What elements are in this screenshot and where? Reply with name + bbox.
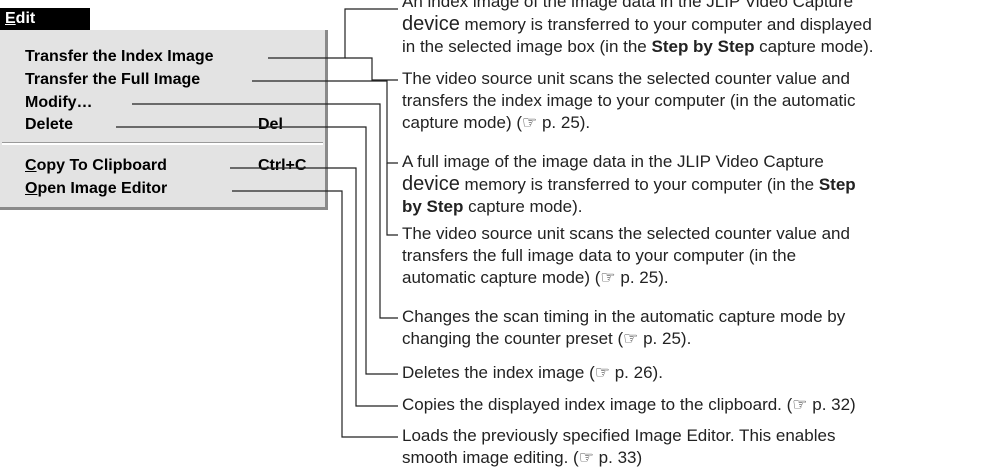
menu-item-label: Transfer the Full Image bbox=[25, 71, 201, 88]
desc-line: in the selected image box (in the Step b… bbox=[402, 36, 874, 58]
menu-title[interactable]: Edit bbox=[0, 8, 90, 30]
desc-delete: Deletes the index image (☞ p. 26). bbox=[402, 363, 663, 382]
desc-line: changing the counter preset (☞ p. 25). bbox=[402, 329, 692, 348]
desc-line: An index image of the image data in the … bbox=[402, 0, 854, 11]
menu-item-open-image-editor[interactable]: Open Image Editor bbox=[25, 180, 167, 198]
menu-item-copy-to-clipboard[interactable]: Copy To Clipboard Ctrl+C bbox=[25, 157, 315, 175]
menu-title-accel: E bbox=[5, 10, 16, 27]
menu-title-rest: dit bbox=[15, 10, 36, 27]
menu-item-accel: O bbox=[25, 180, 38, 197]
desc-line: Loads the previously specified Image Edi… bbox=[402, 426, 836, 445]
menu-separator bbox=[2, 142, 323, 145]
desc-bold: Step by Step bbox=[651, 37, 755, 56]
desc-line: smooth image editing. (☞ p. 33) bbox=[402, 448, 643, 467]
leader-full bbox=[252, 80, 398, 164]
leader-delete-b bbox=[285, 126, 398, 375]
menu-item-modify[interactable]: Modify… bbox=[25, 94, 93, 112]
desc-line: The video source unit scans the selected… bbox=[402, 69, 850, 88]
desc-word: device bbox=[402, 173, 460, 195]
desc-copy: Copies the displayed index image to the … bbox=[402, 395, 856, 414]
desc-text: memory is transferred to your computer a… bbox=[459, 15, 872, 34]
menu-item-label: opy To Clipboard bbox=[36, 157, 167, 174]
desc-line: automatic capture mode) (☞ p. 25). bbox=[402, 268, 669, 287]
menu-item-transfer-index[interactable]: Transfer the Index Image bbox=[25, 48, 214, 66]
desc-line: by Step capture mode). bbox=[402, 196, 856, 218]
menu-item-label: pen Image Editor bbox=[37, 180, 168, 197]
menu-item-delete[interactable]: Delete Del bbox=[25, 116, 315, 134]
leader-copy-b bbox=[300, 167, 398, 407]
desc-line: The video source unit scans the selected… bbox=[402, 224, 850, 243]
edit-menu-panel: Transfer the Index Image Transfer the Fu… bbox=[0, 30, 328, 210]
desc-full-manual: A full image of the image data in the JL… bbox=[402, 151, 856, 218]
menu-item-accel: C bbox=[25, 157, 37, 174]
desc-line: device memory is transferred to your com… bbox=[402, 173, 856, 196]
leader-editor bbox=[232, 190, 398, 438]
leader-index-auto bbox=[345, 57, 398, 81]
leader-full-auto bbox=[386, 163, 398, 236]
desc-line: device memory is transferred to your com… bbox=[402, 13, 874, 36]
menu-item-shortcut: Ctrl+C bbox=[258, 157, 307, 174]
desc-modify: Changes the scan timing in the automatic… bbox=[402, 306, 845, 350]
desc-line: transfers the index image to your comput… bbox=[402, 91, 856, 110]
leader-index bbox=[268, 8, 398, 59]
menu-item-transfer-full[interactable]: Transfer the Full Image bbox=[25, 71, 200, 89]
desc-bold: by Step bbox=[402, 197, 464, 216]
desc-line: transfers the full image data to your co… bbox=[402, 246, 797, 265]
desc-text: capture mode). bbox=[754, 37, 874, 56]
desc-index-manual: An index image of the image data in the … bbox=[402, 0, 874, 58]
menu-item-label: Transfer the Index Image bbox=[25, 48, 214, 65]
desc-text: in the selected image box (in the bbox=[402, 37, 652, 56]
desc-line: A full image of the image data in the JL… bbox=[402, 152, 824, 171]
desc-index-auto: The video source unit scans the selected… bbox=[402, 68, 856, 134]
desc-full-auto: The video source unit scans the selected… bbox=[402, 223, 850, 289]
desc-word: device bbox=[402, 13, 460, 35]
leader-modify bbox=[132, 103, 398, 319]
menu-item-label: Modify… bbox=[25, 94, 93, 111]
desc-line: Changes the scan timing in the automatic… bbox=[402, 307, 846, 326]
menu-item-label: Delete bbox=[25, 116, 74, 133]
desc-bold: Step bbox=[818, 175, 856, 194]
desc-text: capture mode). bbox=[463, 197, 583, 216]
desc-line: capture mode) (☞ p. 25). bbox=[402, 113, 591, 132]
desc-text: memory is transferred to your computer (… bbox=[459, 175, 819, 194]
menu-item-shortcut: Del bbox=[258, 116, 283, 133]
desc-editor: Loads the previously specified Image Edi… bbox=[402, 425, 835, 469]
